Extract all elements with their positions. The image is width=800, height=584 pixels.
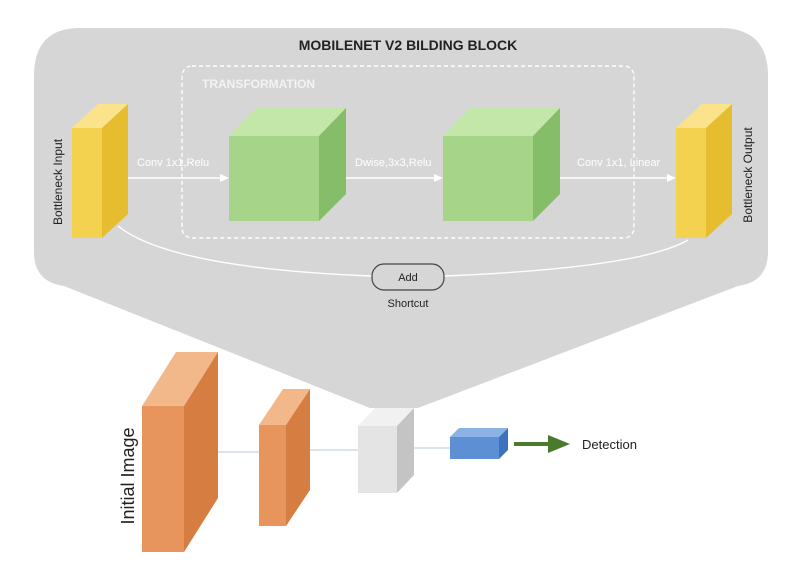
- edge-label-conv1: Conv 1x1,Relu: [137, 157, 209, 169]
- shortcut-label: Shortcut: [388, 298, 429, 310]
- transformation-label: TRANSFORMATION: [202, 77, 315, 91]
- bottleneck-block-cube: [358, 408, 414, 493]
- initial-image-label: Initial Image: [118, 427, 138, 524]
- transform-block-1: [229, 108, 346, 221]
- shortcut-path: [117, 225, 689, 277]
- transform-block-2: [443, 108, 560, 221]
- add-node: [371, 263, 445, 291]
- bottleneck-output-block: [676, 104, 732, 238]
- bottleneck-input-block: [72, 104, 128, 238]
- output-block: [450, 428, 508, 459]
- feature-block: [259, 389, 310, 526]
- building-block-panel: [34, 28, 768, 408]
- detection-label: Detection: [582, 437, 637, 452]
- pipeline-connectors: [218, 447, 450, 453]
- detection-arrow: [514, 435, 570, 453]
- bottleneck-output-label: Bottleneck Output: [741, 127, 755, 223]
- block-title: MOBILENET V2 BILDING BLOCK: [299, 37, 518, 53]
- edge-label-dwise: Dwise,3x3,Relu: [355, 157, 431, 169]
- bottleneck-input-label: Bottleneck Input: [51, 138, 65, 225]
- edge-label-conv2: Conv 1x1, Linear: [577, 157, 660, 169]
- add-label: Add: [398, 272, 418, 284]
- block-connectors: [128, 174, 676, 182]
- initial-image-block: [142, 352, 218, 552]
